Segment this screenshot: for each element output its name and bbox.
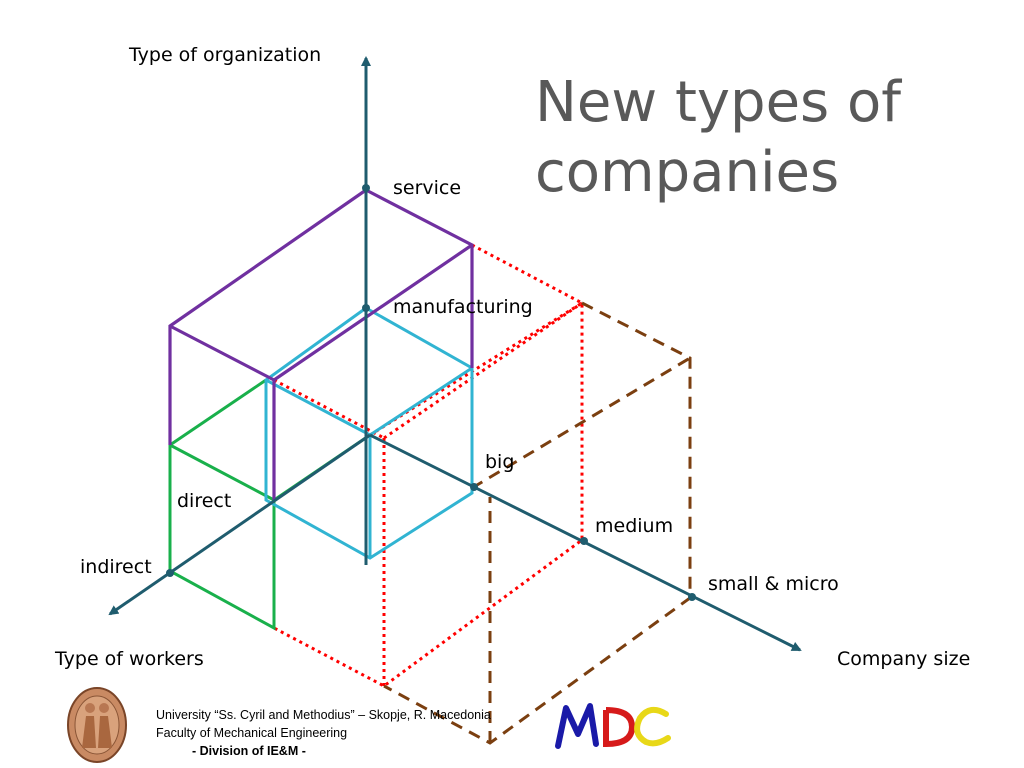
manufacturing-box xyxy=(264,306,474,560)
service-box xyxy=(168,188,474,500)
big-size-outline xyxy=(273,243,584,688)
organization-axis-label: Type of organization xyxy=(129,44,322,66)
axis-points xyxy=(166,184,696,601)
service-point xyxy=(362,184,370,192)
workers-axis-label: Type of workers xyxy=(55,648,204,670)
medium-point xyxy=(580,537,588,545)
indirect-label: indirect xyxy=(80,556,152,578)
university-name: University “Ss. Cyril and Methodius” – S… xyxy=(156,708,491,722)
slide-title: New types of companies xyxy=(535,70,901,205)
big-label: big xyxy=(485,451,515,473)
service-label: service xyxy=(393,177,462,199)
indirect-point xyxy=(166,569,174,577)
faculty-name: Faculty of Mechanical Engineering xyxy=(156,726,348,740)
small-micro-label: small & micro xyxy=(708,573,839,595)
footer: University “Ss. Cyril and Methodius” – S… xyxy=(156,706,491,760)
division-name: - Division of IE&M - xyxy=(192,744,306,758)
manufacturing-label: manufacturing xyxy=(393,296,533,318)
big-point xyxy=(470,483,478,491)
workers-axis xyxy=(108,433,371,616)
medium-label: medium xyxy=(595,515,674,537)
university-seal-icon xyxy=(67,687,127,763)
manufacturing-point xyxy=(362,304,370,312)
mdc-logo-icon xyxy=(555,703,671,749)
direct-label: direct xyxy=(177,490,232,512)
size-axis-label: Company size xyxy=(837,648,971,670)
small-point xyxy=(688,593,696,601)
